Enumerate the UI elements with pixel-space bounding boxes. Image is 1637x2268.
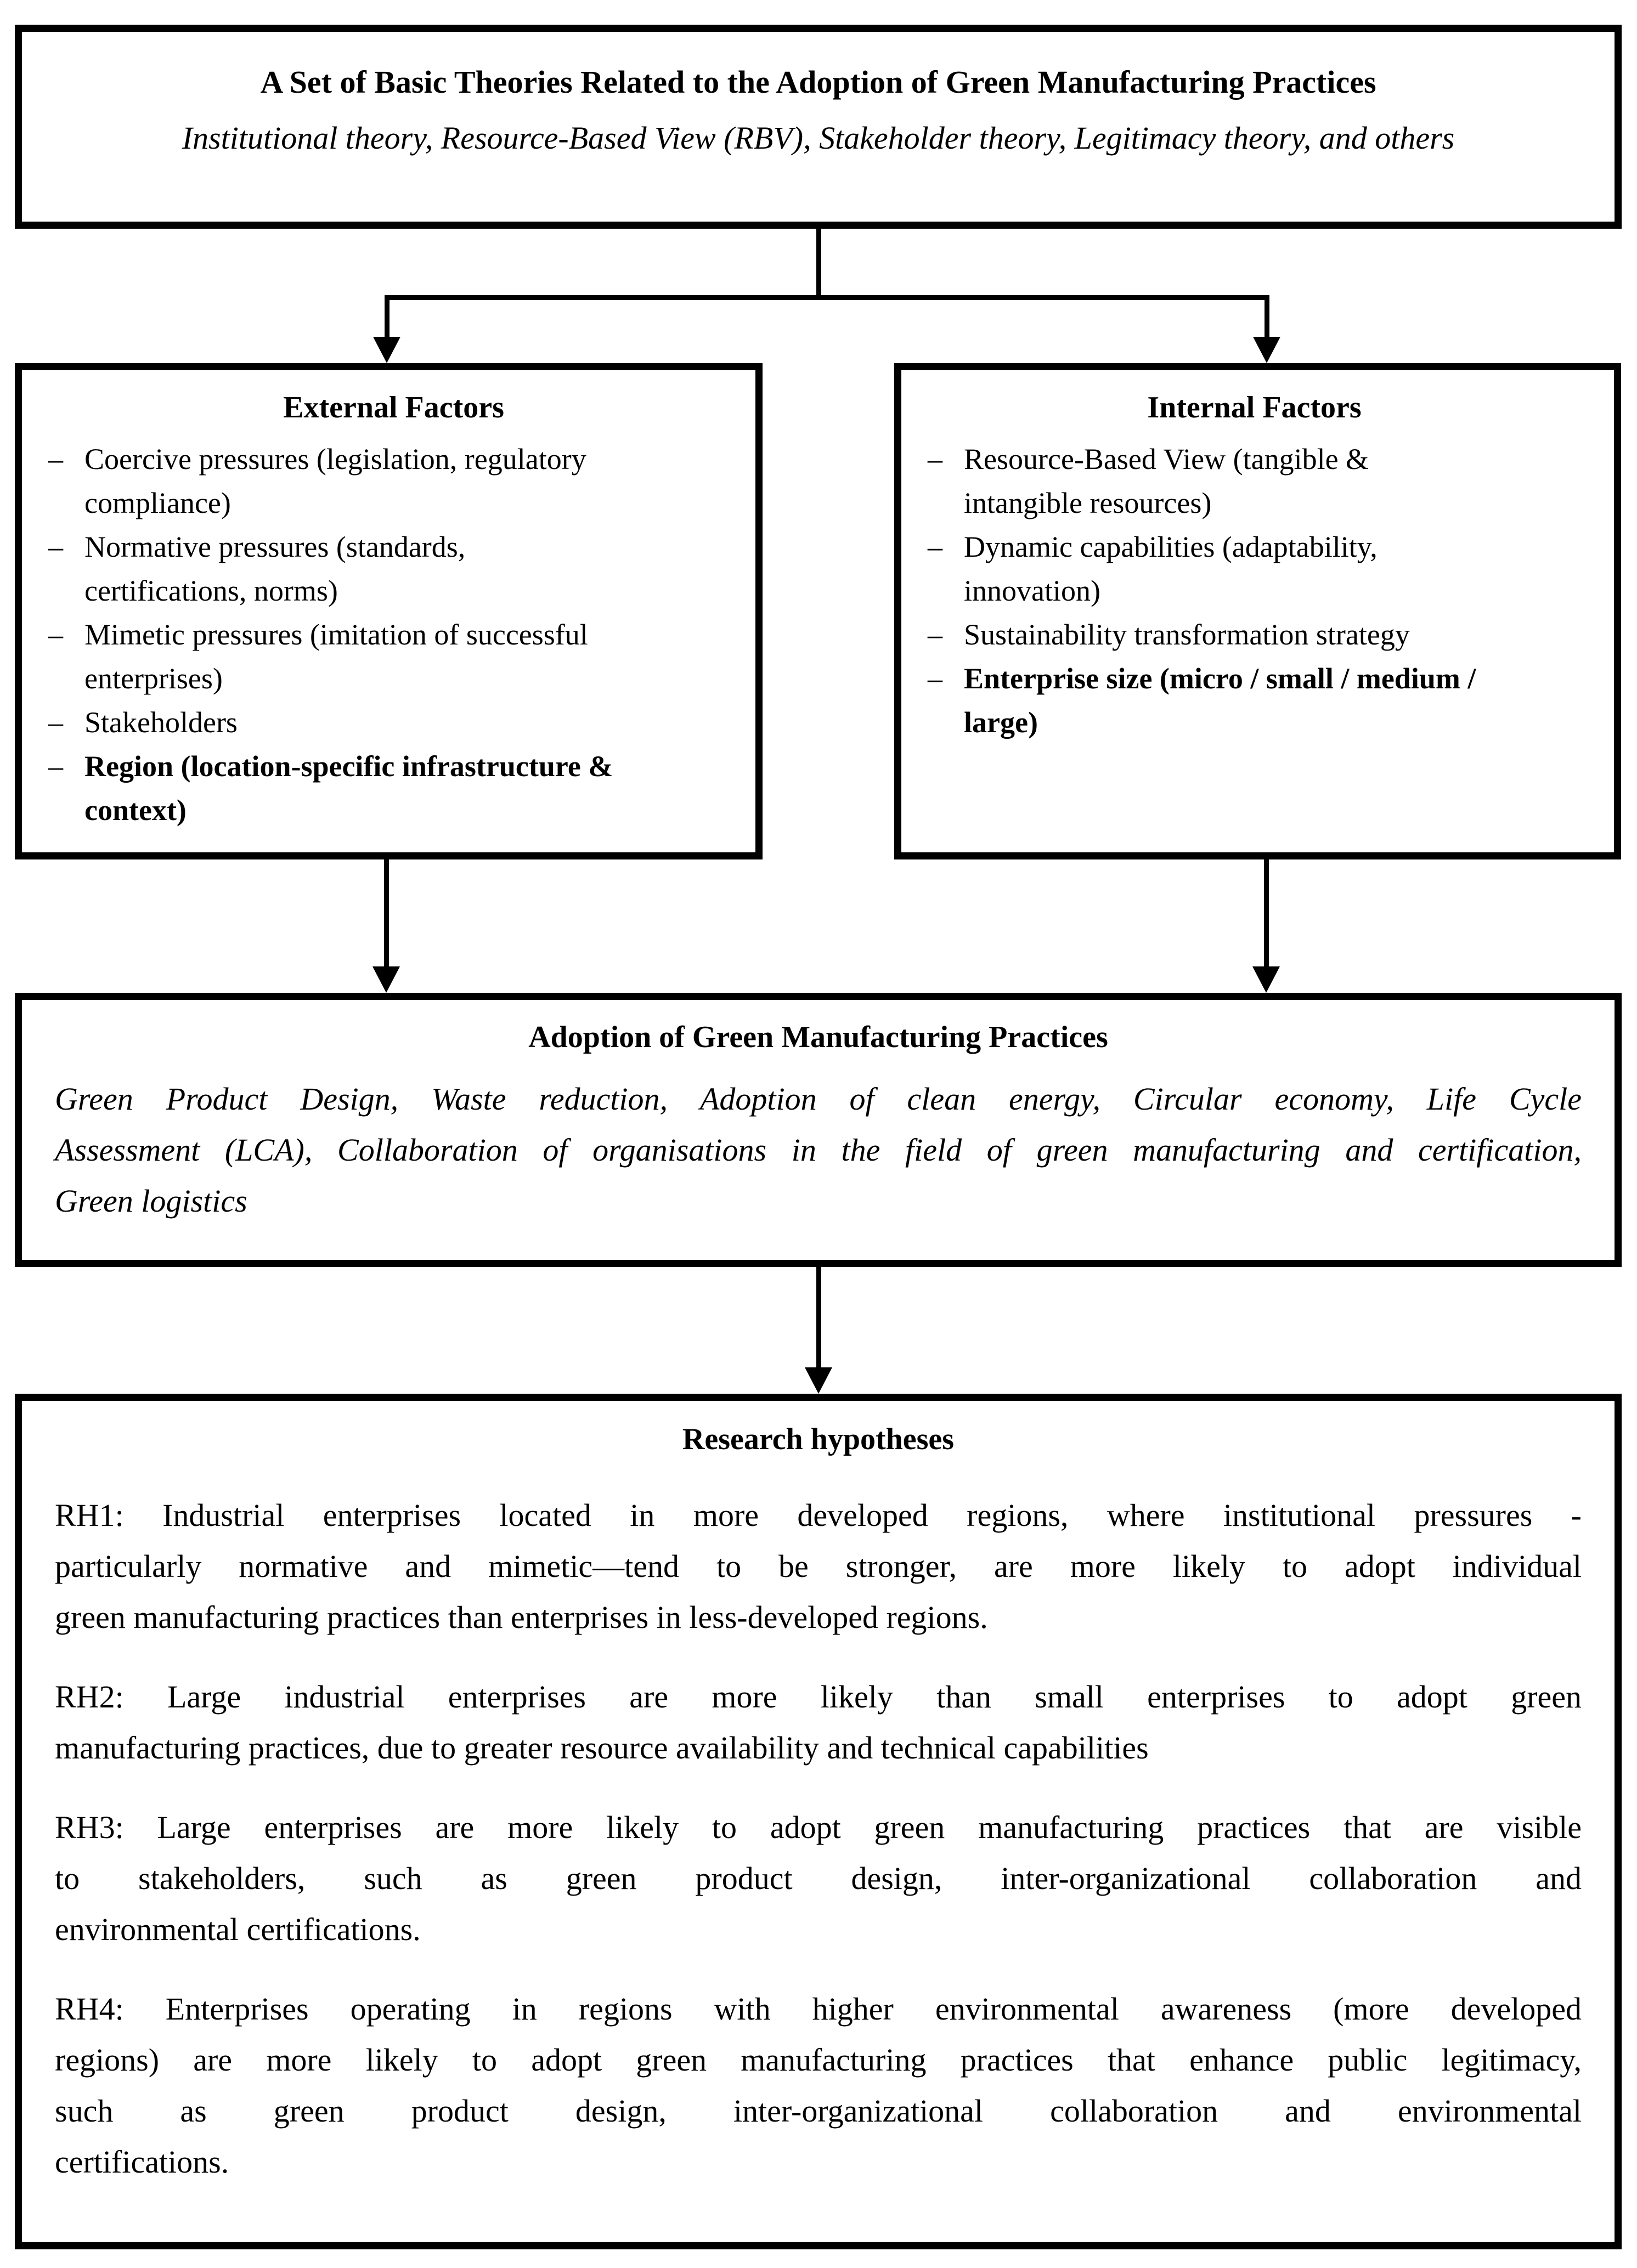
item-text: Stakeholders bbox=[84, 706, 238, 739]
adoption-box: Adoption of Green Manufacturing Practice… bbox=[15, 993, 1622, 1267]
bullet-dash: – bbox=[928, 443, 942, 476]
connector-drop-right bbox=[1265, 295, 1269, 338]
hypothesis-line: such as green product design, inter-orga… bbox=[55, 2093, 1582, 2129]
adoption-title: Adoption of Green Manufacturing Practice… bbox=[528, 1020, 1108, 1054]
connector-stem-top bbox=[816, 229, 821, 295]
research-title: Research hypotheses bbox=[682, 1422, 955, 1456]
internal-factors-box: Internal Factors – Resource-Based View (… bbox=[894, 363, 1621, 859]
hypothesis-line: to stakeholders, such as green product d… bbox=[55, 1860, 1582, 1896]
external-factor-item: – Normative pressures (standards, certif… bbox=[48, 525, 739, 613]
item-text: Coercive pressures (legislation, regulat… bbox=[84, 443, 586, 519]
arrowhead-down-icon bbox=[805, 1367, 832, 1394]
external-factors-box: External Factors – Coercive pressures (l… bbox=[15, 363, 763, 859]
bullet-dash: – bbox=[48, 618, 63, 651]
bullet-dash: – bbox=[928, 662, 942, 695]
external-factor-item: – Region (location-specific infrastructu… bbox=[48, 744, 739, 832]
hypothesis-rh2: RH2: Large industrial enterprises are mo… bbox=[55, 1671, 1582, 1773]
internal-factor-item: – Resource-Based View (tangible & intang… bbox=[928, 437, 1581, 525]
external-factor-item: – Coercive pressures (legislation, regul… bbox=[48, 437, 739, 525]
internal-factors-title: Internal Factors bbox=[1147, 391, 1362, 425]
external-factors-list: – Coercive pressures (legislation, regul… bbox=[48, 437, 739, 832]
internal-factors-list: – Resource-Based View (tangible & intang… bbox=[928, 437, 1581, 744]
bullet-dash: – bbox=[48, 706, 63, 739]
hypothesis-line: green manufacturing practices than enter… bbox=[55, 1599, 988, 1635]
arrowhead-down-icon bbox=[1252, 966, 1280, 993]
hypothesis-line: RH3: Large enterprises are more likely t… bbox=[55, 1809, 1582, 1845]
theories-subtitle: Institutional theory, Resource-Based Vie… bbox=[182, 120, 1455, 156]
adoption-body-line: Assessment (LCA), Collaboration of organ… bbox=[55, 1132, 1582, 1168]
hypothesis-line: regions) are more likely to adopt green … bbox=[55, 2042, 1582, 2078]
connector-adoption-to-research bbox=[816, 1267, 821, 1367]
hypothesis-line: RH2: Large industrial enterprises are mo… bbox=[55, 1679, 1582, 1715]
hypothesis-line: particularly normative and mimetic—tend … bbox=[55, 1548, 1582, 1584]
arrowhead-down-icon bbox=[372, 966, 400, 993]
theories-box: A Set of Basic Theories Related to the A… bbox=[15, 25, 1622, 229]
item-text: Sustainability transformation strategy bbox=[964, 618, 1410, 651]
item-text: Region (location-specific infrastructure… bbox=[84, 750, 613, 827]
bullet-dash: – bbox=[48, 750, 63, 783]
item-text: Dynamic capabilities (adaptability, inno… bbox=[964, 530, 1378, 607]
item-text: Normative pressures (standards, certific… bbox=[84, 530, 466, 607]
external-factor-item: – Mimetic pressures (imitation of succes… bbox=[48, 613, 739, 700]
external-factor-item: – Stakeholders bbox=[48, 700, 739, 744]
arrowhead-down-icon bbox=[1253, 337, 1280, 363]
connector-internal-to-adoption bbox=[1264, 859, 1269, 966]
hypothesis-line: RH4: Enterprises operating in regions wi… bbox=[55, 1991, 1582, 2027]
research-box: Research hypotheses RH1: Industrial ente… bbox=[15, 1394, 1622, 2249]
connector-external-to-adoption bbox=[384, 859, 389, 966]
bullet-dash: – bbox=[928, 618, 942, 651]
adoption-body-line: Green Product Design, Waste reduction, A… bbox=[55, 1081, 1582, 1117]
bullet-dash: – bbox=[928, 530, 942, 563]
hypothesis-line: environmental certifications. bbox=[55, 1911, 421, 1947]
hypothesis-line: manufacturing practices, due to greater … bbox=[55, 1730, 1149, 1766]
hypothesis-rh4: RH4: Enterprises operating in regions wi… bbox=[55, 1983, 1582, 2187]
item-text: Mimetic pressures (imitation of successf… bbox=[84, 618, 588, 695]
external-factors-title: External Factors bbox=[283, 391, 504, 425]
theories-title: A Set of Basic Theories Related to the A… bbox=[260, 64, 1376, 100]
hypothesis-line: RH1: Industrial enterprises located in m… bbox=[55, 1497, 1582, 1533]
internal-factor-item: – Enterprise size (micro / small / mediu… bbox=[928, 657, 1581, 744]
adoption-body-line: Green logistics bbox=[55, 1183, 247, 1219]
internal-factor-item: – Dynamic capabilities (adaptability, in… bbox=[928, 525, 1581, 613]
hypothesis-rh1: RH1: Industrial enterprises located in m… bbox=[55, 1490, 1582, 1643]
arrowhead-down-icon bbox=[373, 337, 400, 363]
bullet-dash: – bbox=[48, 530, 63, 563]
internal-factor-item: – Sustainability transformation strategy bbox=[928, 613, 1581, 657]
item-text: Enterprise size (micro / small / medium … bbox=[964, 662, 1476, 739]
hypothesis-rh3: RH3: Large enterprises are more likely t… bbox=[55, 1802, 1582, 1955]
adoption-body: Green Product Design, Waste reduction, A… bbox=[55, 1073, 1582, 1226]
hypothesis-line: certifications. bbox=[55, 2144, 229, 2180]
connector-drop-left bbox=[385, 295, 390, 338]
bullet-dash: – bbox=[48, 443, 63, 476]
connector-crossbar bbox=[385, 295, 1269, 300]
item-text: Resource-Based View (tangible & intangib… bbox=[964, 443, 1369, 519]
